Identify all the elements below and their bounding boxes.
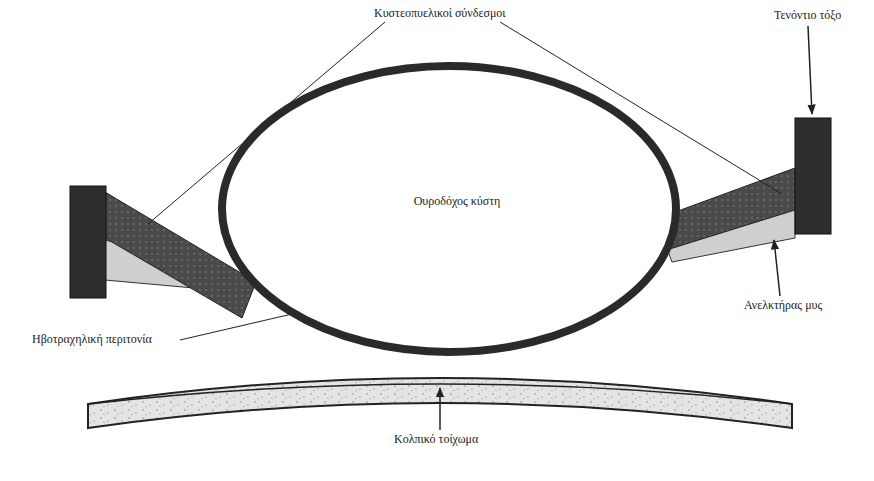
leader-arrow bbox=[774, 240, 780, 296]
part-label: Κολπικό τοίχωμα bbox=[392, 432, 480, 447]
part-label: Ηβοτραχηλική περιτονία bbox=[30, 332, 154, 347]
leader-arrow bbox=[439, 388, 441, 430]
leader-line bbox=[180, 314, 292, 340]
bladder-wall bbox=[222, 66, 676, 352]
part-label: Τενόντιο τόξο bbox=[772, 8, 843, 23]
bladder-outline bbox=[217, 61, 681, 357]
tendinous-arch bbox=[70, 186, 106, 298]
tendinous-arch bbox=[795, 118, 831, 234]
leader-arrow bbox=[808, 26, 812, 114]
part-label: Ανελκτήρας μυς bbox=[742, 298, 824, 313]
part-label: Κυστεοπυελικοί σύνδεσμοι bbox=[372, 6, 508, 21]
organ-name: Ουροδόχος κύστη bbox=[414, 194, 501, 209]
bladder-node: Ουροδόχος κύστη bbox=[217, 61, 681, 357]
